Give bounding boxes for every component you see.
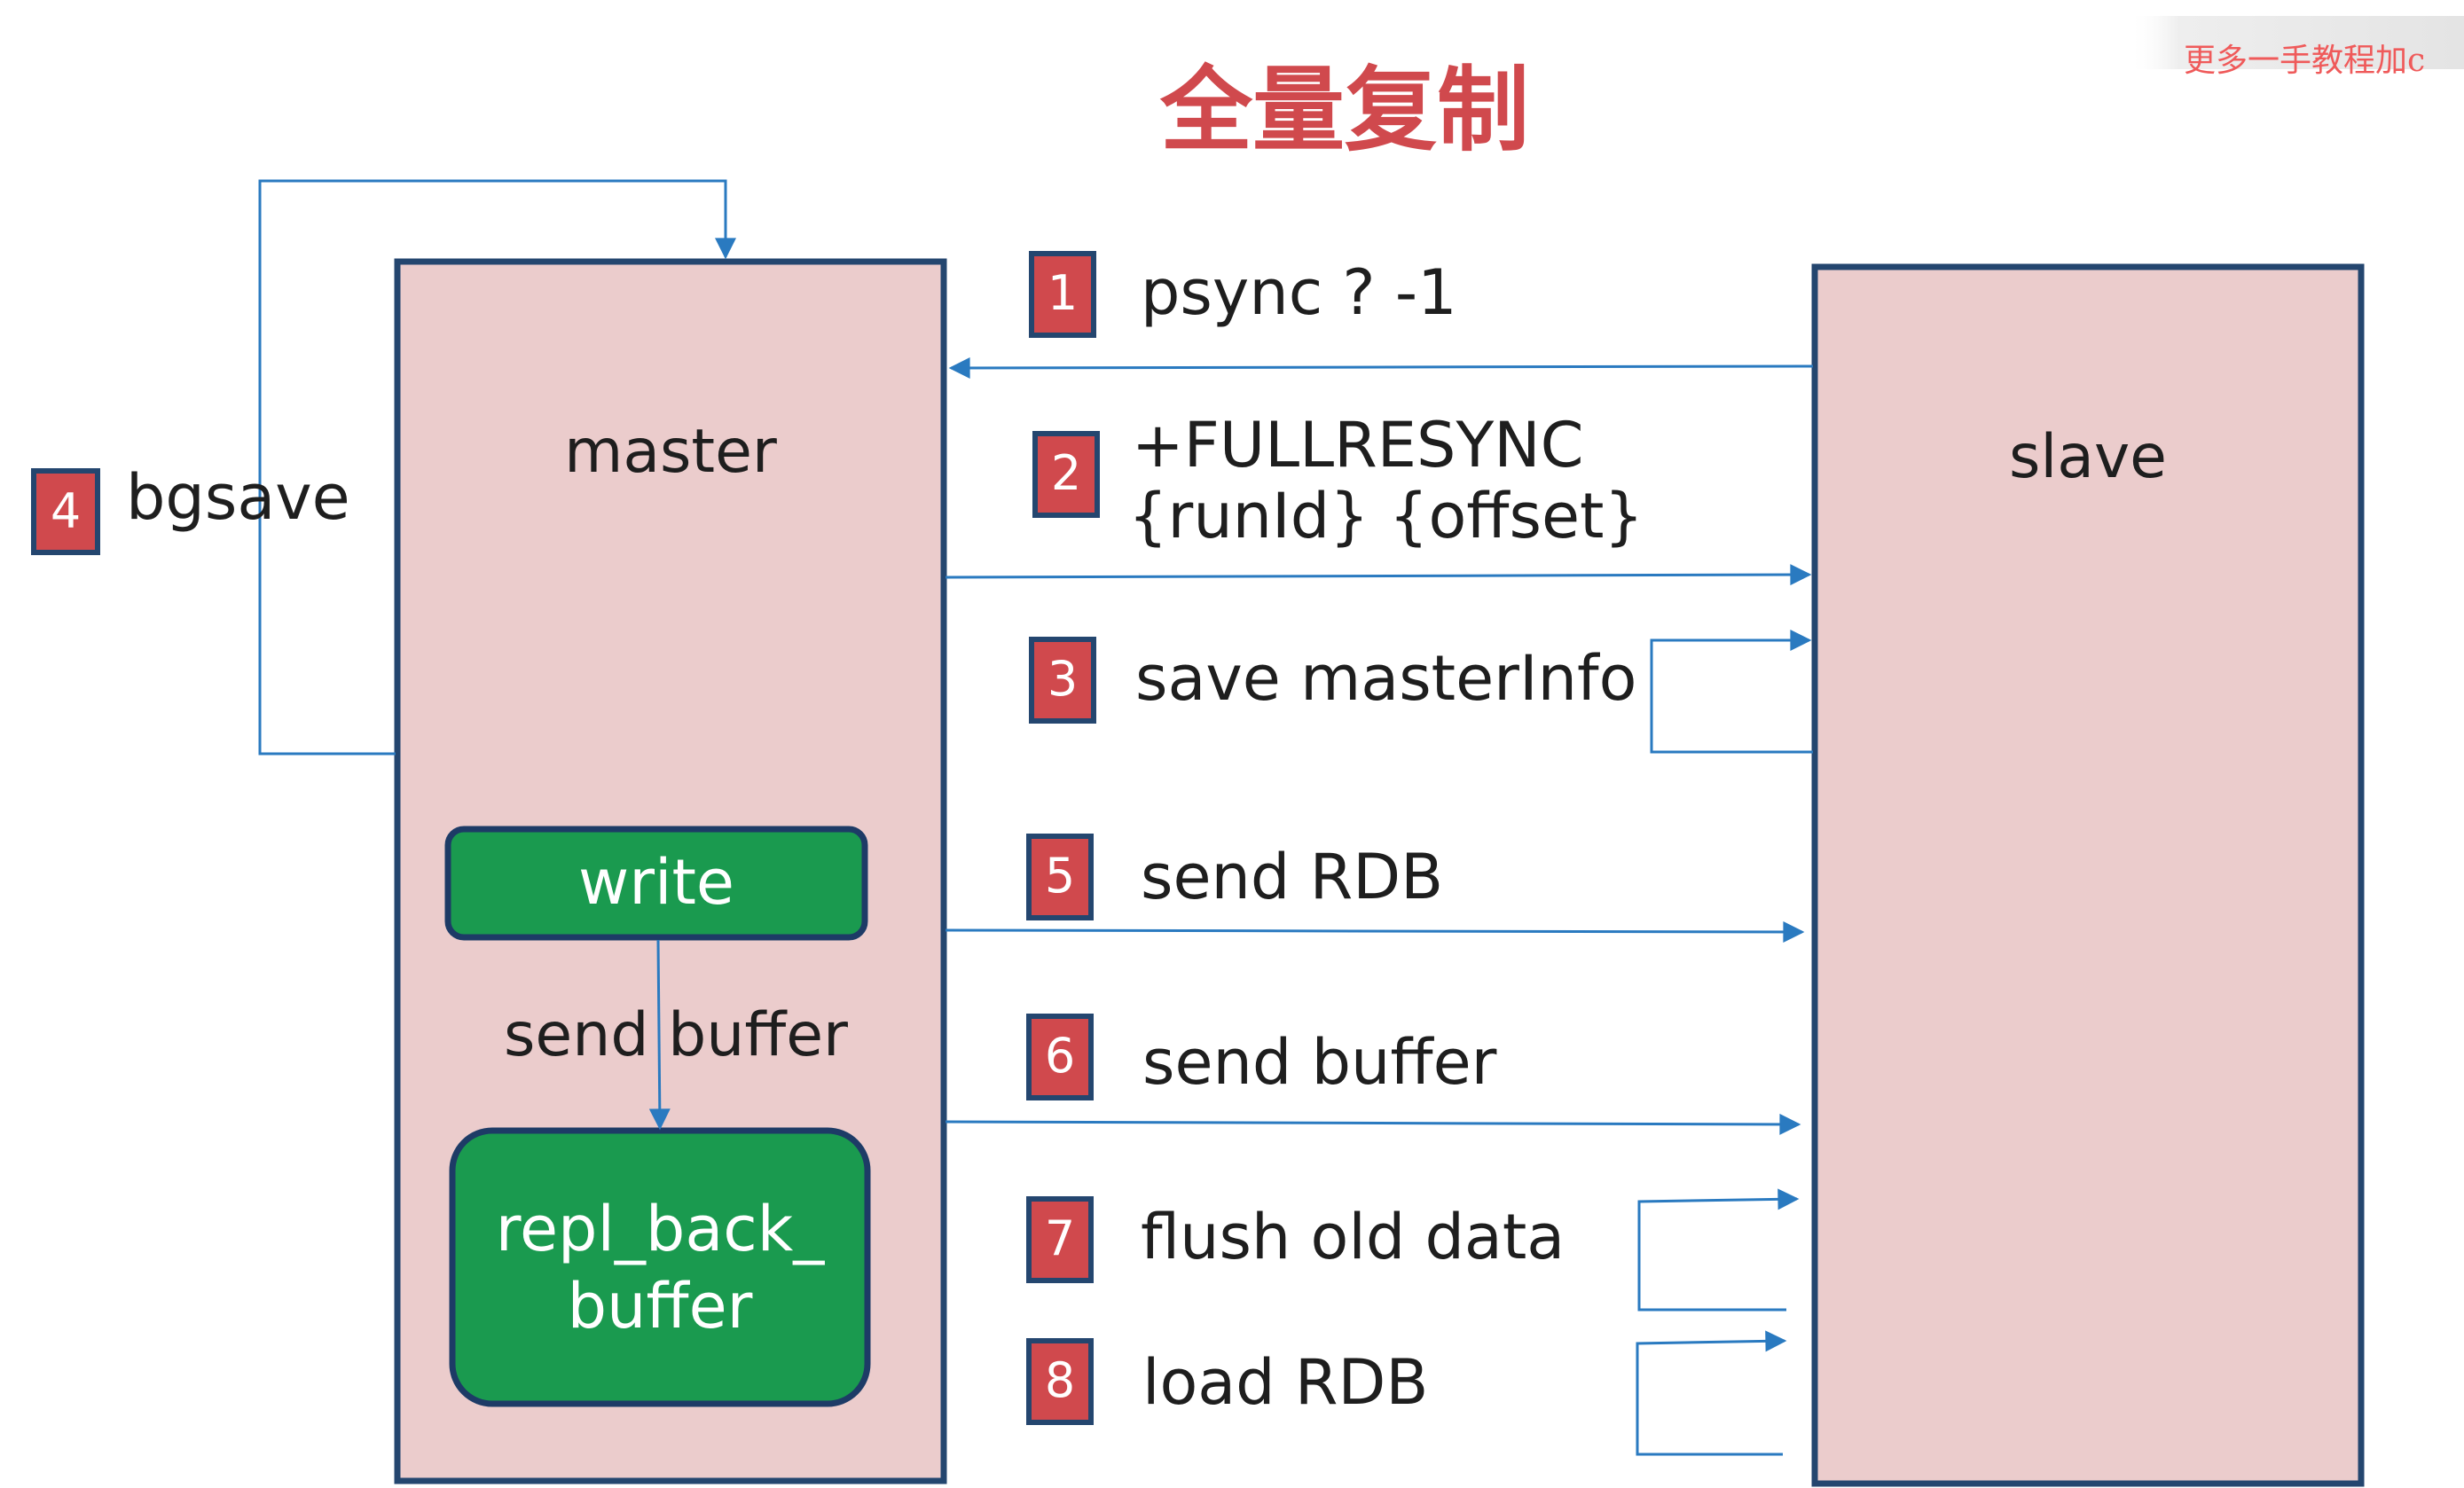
slave-box bbox=[1811, 263, 2365, 1487]
step-3-number: 3 bbox=[1048, 651, 1078, 707]
load-rdb-loop-arrow bbox=[1636, 1330, 1787, 1456]
step-7-number: 7 bbox=[1045, 1210, 1075, 1266]
step-3-label: save masterInfo bbox=[1135, 642, 1636, 715]
step-7-label: flush old data bbox=[1141, 1201, 1565, 1273]
step-1-label: psync ? -1 bbox=[1141, 256, 1457, 329]
step-1-number: 1 bbox=[1048, 265, 1078, 321]
step-6-label: send buffer bbox=[1142, 1026, 1497, 1099]
flush-old-data-loop-arrow bbox=[1637, 1188, 1800, 1312]
slave-label: slave bbox=[2009, 422, 2167, 492]
step-6-number: 6 bbox=[1045, 1028, 1075, 1084]
diagram-title: 全量复制 bbox=[1159, 56, 1529, 164]
step-5-number: 5 bbox=[1045, 848, 1075, 904]
step-2-number: 2 bbox=[1051, 445, 1081, 501]
step-2-label-line1: +FULLRESYNC bbox=[1132, 409, 1583, 482]
step-4-badge bbox=[31, 468, 100, 555]
step-4-label: bgsave bbox=[126, 461, 350, 534]
step-5-label: send RDB bbox=[1141, 841, 1443, 913]
write-to-buffer-arrow bbox=[648, 939, 671, 1131]
step-1-badge bbox=[1029, 251, 1096, 338]
send-rdb-arrow bbox=[945, 920, 1805, 943]
psync-arrow bbox=[948, 356, 1814, 379]
internal-send-buffer-label: send buffer bbox=[504, 1000, 848, 1070]
step-6-badge bbox=[1026, 1014, 1094, 1100]
watermark-strip bbox=[2129, 16, 2464, 69]
write-box bbox=[444, 826, 868, 941]
master-label: master bbox=[564, 417, 777, 487]
step-8-badge bbox=[1026, 1338, 1094, 1425]
step-2-label-line2: {runId} {offset} bbox=[1128, 480, 1644, 552]
step-2-badge bbox=[1032, 431, 1100, 518]
step-8-number: 8 bbox=[1045, 1352, 1075, 1408]
repl-back-buffer-label-line2: buffer bbox=[568, 1270, 753, 1343]
step-3-badge bbox=[1029, 637, 1096, 724]
watermark-text: 更多一手教程加c bbox=[2184, 43, 2425, 79]
save-masterinfo-loop-arrow bbox=[1650, 630, 1813, 754]
step-8-label: load RDB bbox=[1142, 1346, 1428, 1419]
repl-back-buffer-label-line1: repl_back_ bbox=[496, 1193, 826, 1265]
fullresync-arrow bbox=[945, 564, 1812, 586]
step-4-number: 4 bbox=[51, 483, 81, 539]
repl-back-buffer-box bbox=[449, 1127, 871, 1407]
step-7-badge bbox=[1026, 1196, 1094, 1283]
bgsave-loop-arrow bbox=[258, 179, 736, 756]
send-buffer-arrow bbox=[945, 1113, 1801, 1135]
write-label: write bbox=[578, 846, 734, 919]
step-5-badge bbox=[1026, 834, 1094, 920]
